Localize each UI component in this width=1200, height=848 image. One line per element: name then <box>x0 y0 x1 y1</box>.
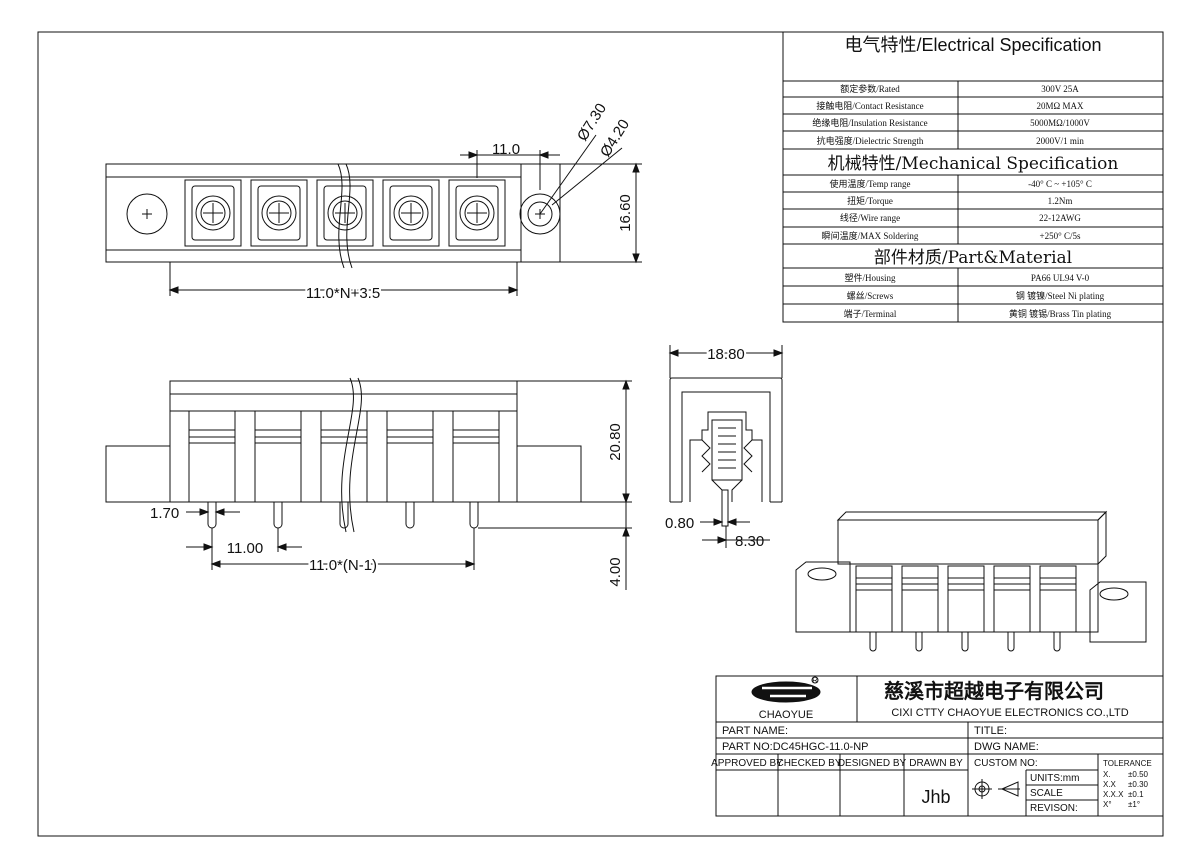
terminal-cavity <box>386 410 434 503</box>
spec-label: 瞬间温度/MAX Soldering <box>822 230 919 241</box>
tolerance-key: X.X.X <box>1103 790 1124 799</box>
terminal-cavity <box>254 410 302 503</box>
iso-cell <box>901 565 939 652</box>
designed-by-label: DESIGNED BY <box>838 758 907 769</box>
revision-label: REVISON: <box>1030 803 1078 814</box>
iso-cell <box>855 565 893 652</box>
screw-cell <box>250 179 308 247</box>
front-view: 20.80 4.00 1.70 11.00 11.0*(N-1) <box>105 377 632 590</box>
tolerance-value: ±0.30 <box>1128 780 1149 789</box>
screw-cell <box>316 179 374 247</box>
part-name-label: PART NAME: <box>722 725 788 737</box>
dim-height-top: 16.60 <box>617 194 634 232</box>
spec-value: 20MΩ MAX <box>1037 101 1084 111</box>
spec-value: +250° C/5s <box>1040 231 1081 241</box>
spec-label: 绝缘电阻/Insulation Resistance <box>812 117 927 128</box>
spec-label: 额定参数/Rated <box>840 83 900 94</box>
solder-pin <box>405 502 415 529</box>
terminal-cavity <box>320 410 368 503</box>
solder-pin <box>339 502 349 529</box>
part-no-label: PART NO:DC45HGC-11.0-NP <box>722 741 869 753</box>
dim-hole-inner: Ø4.20 <box>597 116 633 160</box>
spec-value: 2000V/1 min <box>1036 136 1084 146</box>
projection-symbol-icon <box>972 779 1020 799</box>
spec-label: 塑件/Housing <box>844 272 896 283</box>
drawn-by-label: DRAWN BY <box>909 758 963 769</box>
custom-no-label: CUSTOM NO: <box>974 758 1038 769</box>
spec-value: 22-12AWG <box>1039 213 1081 223</box>
iso-cell <box>1039 565 1077 652</box>
screw-cell <box>382 179 440 247</box>
dwg-name-label: DWG NAME: <box>974 741 1039 753</box>
dim-height-front: 20.80 <box>607 423 624 461</box>
registered-mark: R <box>812 676 818 685</box>
dim-pin-pitch: 11.00 <box>227 540 263 557</box>
logo-text: CHAOYUE <box>759 709 813 721</box>
dim-pin-offset: 8.30 <box>735 533 764 550</box>
spec-value: 1.2Nm <box>1048 196 1073 206</box>
spec-value: 300V 25A <box>1041 84 1079 94</box>
solder-pin <box>273 502 283 529</box>
screw-cell <box>448 179 506 247</box>
side-view: 18.80 0.80 8.30 <box>665 344 784 550</box>
drawn-by-value: Jhb <box>921 787 950 807</box>
spec-label: 螺丝/Screws <box>847 290 894 301</box>
tolerance-key: X.X <box>1103 780 1117 789</box>
dim-pin-length: 4.00 <box>607 557 624 586</box>
spec-value: PA66 UL94 V-0 <box>1031 273 1090 283</box>
terminal-cavity <box>452 410 500 503</box>
spec-label: 使用温度/Temp range <box>829 178 910 189</box>
spec-label: 线径/Wire range <box>840 212 900 223</box>
units-label: UNITS:mm <box>1030 773 1079 784</box>
mount-hole-left <box>126 193 168 235</box>
dim-pin-span: 11.0*(N-1) <box>309 557 377 574</box>
electrical-spec-title: 电气特性/Electrical Specification <box>844 35 1101 55</box>
dim-side-width: 18.80 <box>707 346 745 363</box>
scale-label: SCALE <box>1030 788 1063 799</box>
spec-value: 黄铜 镀锡/Brass Tin plating <box>1009 308 1112 319</box>
isometric-view <box>795 510 1147 652</box>
checked-by-label: CHECKED BY <box>776 758 841 769</box>
sheet-border <box>37 31 1164 837</box>
spec-label: 端子/Terminal <box>844 308 897 319</box>
tolerance-value: ±0.1 <box>1128 790 1144 799</box>
screw-cell <box>184 179 242 247</box>
spec-value: 钢 镀镍/Steel Ni plating <box>1016 290 1105 301</box>
dim-pin-thickness: 0.80 <box>665 515 694 532</box>
spec-label: 接触电阻/Contact Resistance <box>816 100 923 111</box>
tolerance-title: TOLERANCE <box>1103 759 1152 768</box>
tolerance-key: X° <box>1103 800 1112 809</box>
solder-pin <box>469 502 479 529</box>
iso-cell <box>993 565 1031 652</box>
solder-pin <box>207 502 217 529</box>
spec-table: 电气特性/Electrical Specification 额定参数/Rated… <box>782 31 1164 323</box>
tolerance-value: ±1° <box>1128 800 1140 809</box>
spec-value: 5000MΩ/1000V <box>1030 118 1090 128</box>
iso-cell <box>947 565 985 652</box>
spec-value: -40° C ~ +105° C <box>1028 179 1092 189</box>
spec-label: 扭矩/Torque <box>847 195 893 206</box>
dim-pitch-top: 11.0 <box>492 141 520 158</box>
tolerance-key: X. <box>1103 770 1111 779</box>
title-label: TITLE: <box>974 725 1007 737</box>
dim-pin-width: 1.70 <box>150 505 179 522</box>
approved-by-label: APPROVED BY <box>711 758 783 769</box>
mechanical-spec-title: 机械特性/Mechanical Specification <box>828 154 1119 174</box>
company-name-cn: 慈溪市超越电子有限公司 <box>884 679 1104 703</box>
title-block: R CHAOYUE 慈溪市超越电子有限公司 CIXI CTTY CHAOYUE … <box>711 675 1164 817</box>
top-view: 11.0 Ø7.30 Ø4.20 16.60 11.0*N+3.5 <box>105 100 642 304</box>
material-spec-title: 部件材质/Part&Material <box>874 248 1072 268</box>
company-name-en: CIXI CTTY CHAOYUE ELECTRONICS CO.,LTD <box>891 707 1128 719</box>
company-logo: R <box>751 676 821 703</box>
dim-overall-length: 11.0*N+3.5 <box>306 285 380 302</box>
spec-label: 抗电强度/Dielectric Strength <box>817 135 924 146</box>
terminal-cavity <box>188 410 236 503</box>
tolerance-value: ±0.50 <box>1128 770 1149 779</box>
